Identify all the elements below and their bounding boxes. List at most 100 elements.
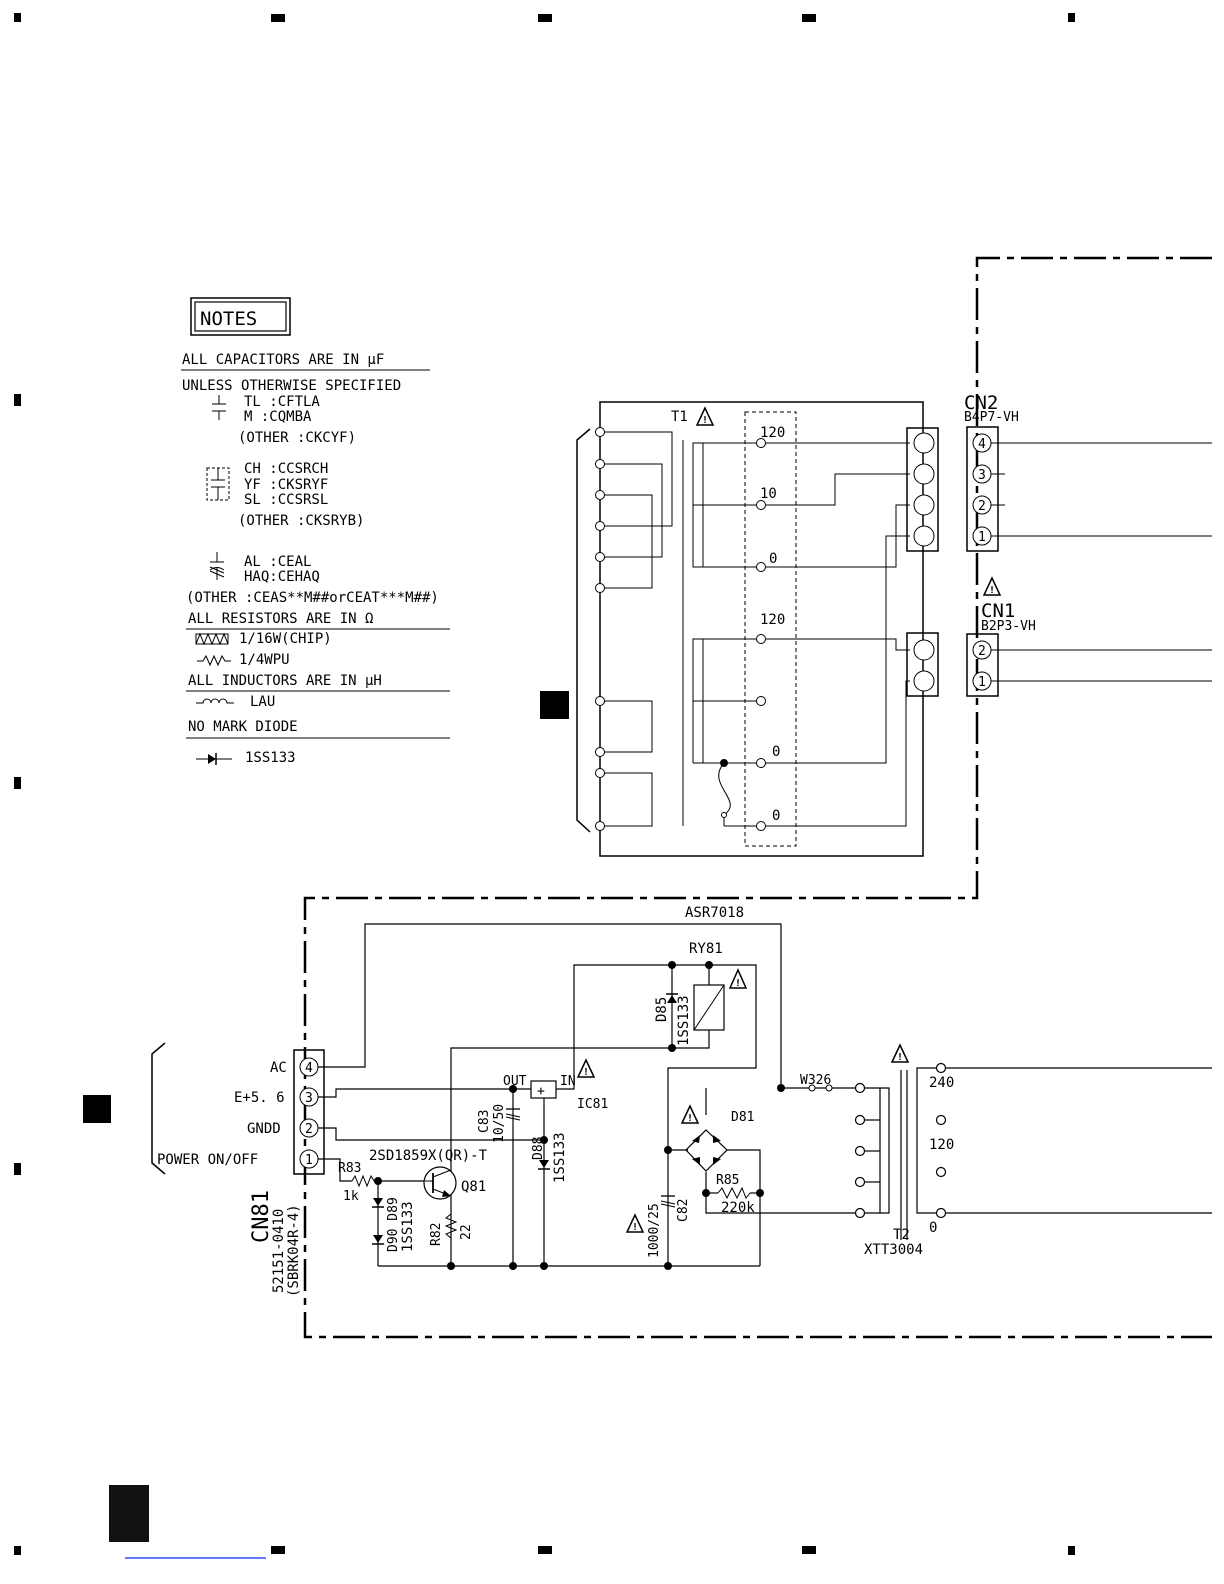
t2-tap-0: 0 — [929, 1220, 937, 1236]
notes-inductors-line: ALL INDUCTORS ARE IN µH — [188, 673, 382, 689]
inductor-symbol — [196, 698, 234, 704]
schematic-label: 2 — [978, 499, 986, 514]
schematic-label: 120 — [760, 425, 785, 441]
t2-tap-120: 120 — [929, 1137, 954, 1153]
schematic-label: 0 — [772, 808, 780, 824]
warning-icon: ! — [695, 406, 715, 426]
resistor-r83: R83 1k — [338, 1161, 375, 1204]
marker-block-2 — [83, 1095, 111, 1123]
schematic-label: TL :CFTLA — [244, 394, 320, 410]
schematic-label: (OTHER :CKCYF) — [238, 430, 356, 446]
cn81-pin-power: POWER ON/OFF — [157, 1152, 258, 1168]
connector-cn2: CN2 B4P7-VH 4 3 2 1 — [964, 392, 1212, 552]
cn81-part2: (SBRK04R-4) — [286, 1204, 302, 1297]
board-label: ASR7018 — [685, 905, 744, 921]
schematic-label: 1 — [978, 675, 986, 690]
schematic-label: 1/16W(CHIP) — [239, 631, 332, 647]
capacitor-symbol — [212, 395, 226, 420]
notes-capacitors-line: ALL CAPACITORS ARE IN µF — [182, 352, 384, 368]
diode-d85: D85 1SS133 — [654, 993, 692, 1046]
warning-icon: ! — [680, 1104, 700, 1124]
t1-secondary-terminals — [756, 438, 766, 831]
schematic-label: D88 — [531, 1137, 546, 1160]
schematic-label: ! — [735, 978, 741, 989]
schematic-label: 3 — [305, 1091, 313, 1106]
schematic-label: 10 — [760, 486, 777, 502]
schematic-label: 120 — [760, 612, 785, 628]
cn81-pin-ac: AC — [270, 1060, 287, 1076]
cn1-name: CN1 — [981, 600, 1015, 622]
schematic-label: IC81 — [577, 1097, 608, 1112]
schematic-label: IN — [560, 1074, 576, 1089]
t2-tap-240: 240 — [929, 1075, 954, 1091]
schematic-label: 4 — [305, 1061, 313, 1076]
warning-icon: ! — [625, 1213, 645, 1233]
warning-icon: ! — [728, 968, 748, 989]
schematic-label: LAU — [250, 694, 275, 710]
resistor-symbol — [197, 654, 231, 667]
diode-d88: D88 1SS133 — [531, 1132, 568, 1183]
schematic-label: OUT — [503, 1074, 527, 1089]
resistor-r85: R85 220k — [716, 1173, 755, 1216]
schematic-label: R82 — [429, 1223, 444, 1246]
circuit-wires — [318, 923, 860, 1267]
schematic-label: 1k — [343, 1189, 359, 1204]
schematic-label: 2 — [305, 1122, 313, 1137]
schematic-label: ! — [897, 1052, 903, 1063]
cn81-part1: 52151-0410 — [271, 1209, 287, 1293]
t1-label: T1 — [671, 409, 688, 425]
notes-legend: NOTES ALL CAPACITORS ARE IN µF UNLESS OT… — [181, 297, 450, 766]
schematic-label: D81 — [731, 1110, 754, 1125]
t1-primary-terminals — [595, 427, 605, 831]
relay-ry81: RY81 — [689, 941, 725, 1031]
cn2-name: CN2 — [964, 392, 998, 414]
schematic-label: 10/50 — [492, 1104, 507, 1143]
cn81-pin-e56: E+5. 6 — [234, 1090, 285, 1106]
schematic-label: 1SS133 — [245, 750, 296, 766]
schematic-label: D85 — [654, 997, 670, 1022]
ceramic-capacitor-symbol — [206, 467, 230, 501]
schematic-label: 0 — [769, 551, 777, 567]
jumper-w326: W326 — [800, 1073, 833, 1092]
schematic-label: 2 — [978, 644, 986, 659]
schematic-label: ! — [702, 415, 708, 426]
notes-resistors-line: ALL RESISTORS ARE IN Ω — [188, 611, 373, 627]
cn81-name: CN81 — [249, 1190, 274, 1243]
schematic-label: 3 — [978, 468, 986, 483]
marker-block-1 — [540, 691, 569, 719]
cn81-pin-gndd: GNDD — [247, 1121, 281, 1137]
regulator-ic81: + OUT IN IC81 — [503, 1074, 608, 1112]
schematic-label: R83 — [338, 1161, 361, 1176]
schematic-label: 1 — [978, 530, 986, 545]
t2-part: XTT3004 — [864, 1242, 923, 1258]
schematic-label: 220k — [721, 1200, 755, 1216]
schematic-label: 1SS133 — [400, 1201, 416, 1252]
schematic-label: M :CQMBA — [244, 409, 312, 425]
t1-tap-labels: 120 10 0 120 0 0 — [760, 425, 785, 824]
diode-symbol — [196, 753, 232, 765]
transistor-q81: 2SD1859X(QR)-T Q81 — [369, 1148, 488, 1200]
schematic-label: 1SS133 — [552, 1132, 568, 1183]
warning-icon: ! — [576, 1058, 596, 1078]
cn2-part: B4P7-VH — [964, 410, 1019, 425]
bridge-rectifier-d81: D81 — [685, 1110, 754, 1172]
schematic-label: ! — [632, 1222, 638, 1233]
resistor-r82: R82 22 — [429, 1213, 474, 1246]
warning-icon: ! — [890, 1043, 910, 1063]
connector-cn81: 4 3 2 1 AC E+5. 6 GNDD POWER ON/OFF CN81… — [151, 1042, 325, 1297]
schematic-label: (OTHER :CEAS**M##orCEAT***M##) — [186, 590, 439, 606]
notes-diode-line: NO MARK DIODE — [188, 719, 298, 735]
schematic-label: 22 — [459, 1224, 474, 1240]
schematic-label: C82 — [676, 1199, 691, 1222]
schematic-label: (OTHER :CKSRYB) — [238, 513, 364, 529]
connector-cn1: CN1 B2P3-VH 2 1 — [966, 600, 1212, 697]
electrolytic-capacitor-symbol — [209, 552, 225, 580]
schematic-label: 4 — [978, 437, 986, 452]
notes-heading: NOTES — [200, 308, 257, 330]
schematic-label: 1000/25 — [647, 1203, 662, 1258]
chip-resistor-symbol — [195, 632, 229, 646]
schematic-label: + — [537, 1084, 545, 1099]
schematic-label: D90 D89 — [386, 1197, 401, 1252]
